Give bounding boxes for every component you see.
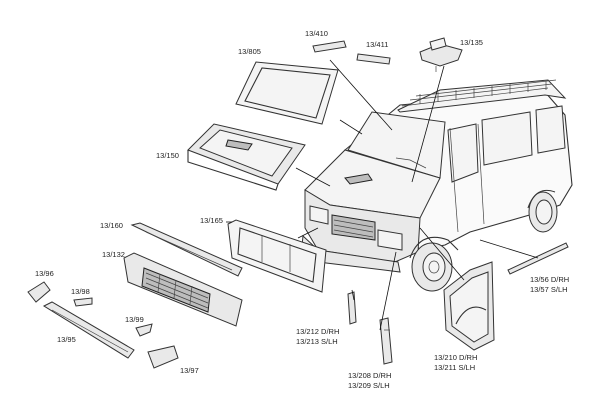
label-bumper-end: 13/97: [180, 366, 199, 375]
label-bumper-bracket: 13/99: [125, 315, 144, 324]
label-roof-bracket: 13/135: [460, 38, 483, 47]
roof-panel-a: [312, 40, 347, 53]
label-small-clip: 13/98: [71, 287, 90, 296]
label-bonnet: 13/150: [156, 151, 179, 160]
label-wing-left: 13/211 S/LH: [434, 363, 475, 372]
corner-bracket: [27, 281, 51, 303]
wing-panel: [443, 261, 495, 351]
bumper-bracket: [135, 323, 153, 337]
label-wing-right: 13/210 D/RH: [434, 353, 477, 362]
bumper: [42, 301, 135, 359]
roof-bracket: [419, 37, 463, 72]
support: [379, 317, 393, 365]
label-sill-left: 13/57 S/LH: [530, 285, 568, 294]
label-pillar-right: 13/212 D/RH: [296, 327, 339, 336]
label-support-left: 13/209 S/LH: [348, 381, 390, 390]
roof-panel-b: [356, 53, 391, 65]
label-rear-window-frame: 13/805: [238, 47, 261, 56]
front-lower-panel: [130, 222, 243, 277]
van-body: [301, 79, 573, 292]
label-bumper: 13/95: [57, 335, 76, 344]
label-roof-panel-a: 13/410: [305, 29, 328, 38]
leader-lines: [226, 59, 539, 331]
pillar: [347, 291, 357, 325]
label-sill-right: 13/56 D/RH: [530, 275, 569, 284]
label-front-frame: 13/165: [200, 216, 223, 225]
label-front-lower-panel: 13/160: [100, 221, 123, 230]
label-pillar-left: 13/213 S/LH: [296, 337, 338, 346]
label-roof-panel-b: 13/411: [366, 40, 388, 49]
rear-window-frame: [235, 61, 339, 125]
roof-rack: [401, 79, 557, 107]
grille: [123, 252, 243, 327]
sill-strip: [507, 242, 569, 275]
bonnet: [187, 123, 306, 191]
part-labels: 13/805 13/410 13/411 13/135 13/150 13/16…: [35, 29, 569, 390]
front-frame: [227, 219, 327, 293]
label-corner-bracket: 13/96: [35, 269, 54, 278]
label-support-right: 13/208 D/RH: [348, 371, 391, 380]
small-clip: [73, 297, 93, 307]
label-grille: 13/132: [102, 250, 125, 259]
bumper-end: [147, 345, 179, 369]
